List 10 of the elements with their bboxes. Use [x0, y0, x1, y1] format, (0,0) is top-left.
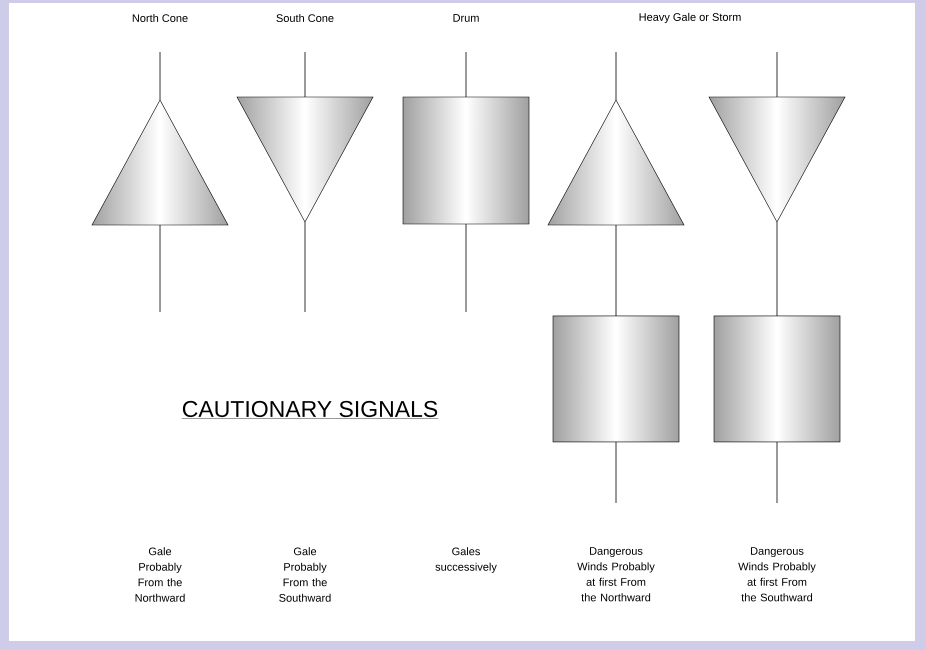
signal-heading: North Cone: [132, 14, 188, 22]
signal-heading: Drum: [453, 14, 479, 22]
title: CAUTIONARY SIGNALS: [182, 400, 438, 419]
signal-description: Gale Probably From the Northward: [136, 547, 185, 602]
signal-description: Gales successively: [435, 547, 497, 573]
signal-heading: South Cone: [276, 14, 334, 22]
signal-heading: Heavy Gale or Storm: [640, 12, 741, 24]
signal-description: Gale Probably From the Southward: [279, 547, 331, 602]
signal-description: Dangerous Winds Probably at first From the Southward: [738, 547, 816, 602]
signal-description: Dangerous Winds Probably at first From the Northward: [577, 547, 655, 602]
